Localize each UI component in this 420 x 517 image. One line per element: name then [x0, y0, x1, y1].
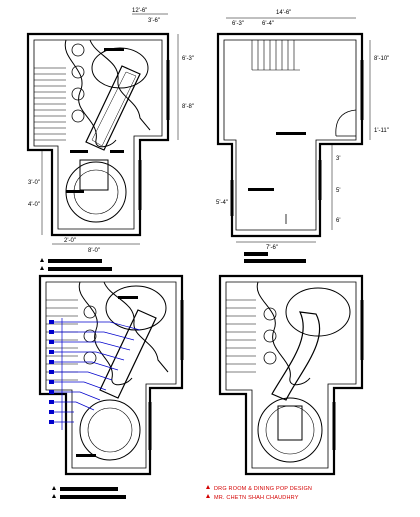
plan-tl-dim-left-a: 3'-0" [28, 180, 40, 186]
plan-tr-dim-bottom: 7'-6" [266, 245, 278, 251]
plan-tl-title-marker [40, 266, 44, 270]
plan-bl-title [52, 486, 126, 499]
plan-tr-label-bar [276, 132, 306, 135]
plan-tl-label-bar [70, 150, 88, 153]
plan-tr-dim-mid-b: 5' [336, 188, 340, 194]
plan-br-light [263, 307, 277, 321]
plan-tl-dining-panel [79, 159, 109, 191]
plan-tl-light [71, 43, 85, 57]
plan-tr-dim-mid-c: 6' [336, 218, 340, 224]
title-marker [206, 485, 210, 489]
plan-tl-title-marker [40, 258, 44, 262]
plan-bl-annotations [52, 318, 141, 430]
plan-br-dining-panel [277, 405, 303, 441]
plan-bl-outer-wall [38, 274, 184, 476]
plan-tl-light [71, 65, 85, 79]
plan-bl-oval-upper [105, 285, 167, 331]
plan-br-inner-wall [225, 281, 357, 469]
title-line-1: DRG ROOM & DINING POP DESIGN [214, 486, 312, 492]
plan-tl-label-bar [110, 150, 124, 153]
plan-tl-diagonal-beam [85, 65, 141, 151]
plan-tl-light [71, 109, 85, 123]
title-marker [206, 494, 210, 498]
plan-tl-dim-bottom-b: 8'-0" [88, 248, 100, 254]
plan-tl-dim-top-b: 3'-6" [148, 18, 160, 24]
plan-tl-stairs [34, 67, 66, 141]
plan-tl-dim-bottom-a: 2'-0" [64, 238, 76, 244]
plan-tr-dim-top-b: 6'-4" [262, 21, 274, 27]
plan-bl-label-bar [76, 454, 96, 457]
plan-bl-label-bar [118, 296, 138, 299]
plan-tr-dim-right-a: 8'-10" [374, 56, 389, 62]
plan-tl-ceiling-curve-2 [89, 39, 151, 131]
plan-bl-dining-circle [79, 399, 141, 461]
plan-tl-dim-right-b: 8'-8" [182, 104, 194, 110]
plan-tr-label-bar [248, 188, 274, 191]
plan-bl-diagonal-beam [99, 309, 157, 399]
plan-bottom-right [218, 274, 364, 476]
plan-tr-inner-wall [223, 39, 357, 231]
plan-tl-outer-wall [26, 32, 170, 237]
plan-tr-title [244, 252, 306, 263]
plan-br-stairs [226, 299, 256, 373]
plan-br-light [263, 329, 277, 343]
plan-tl-inner-wall [33, 39, 163, 230]
plan-bl-title-marker [52, 486, 56, 490]
plan-br-outer-wall [218, 274, 364, 476]
plan-tl-dimensions: 12'-6" 3'-6" 6'-3" 8'-8" 2'-0" 8'-0" 3'-… [28, 8, 194, 254]
plan-tl-dim-right-a: 6'-3" [182, 56, 194, 62]
plan-tl-dim-left-b: 4'-0" [28, 202, 40, 208]
plan-tl-diagonal-beam-inner [91, 71, 137, 147]
plan-tr-dim-right-b: 1'-11" [374, 128, 389, 134]
plan-bl-ceiling-curve [78, 281, 133, 386]
plan-tr-stairs [251, 40, 300, 71]
plan-top-left [26, 13, 179, 245]
plan-br-dining-circle-inner [265, 405, 315, 455]
plan-tr-dim-top-a: 6'-3" [232, 21, 244, 27]
plan-tl-label-bar [104, 48, 124, 51]
plan-tr-door-swing [335, 109, 357, 137]
plan-br-light [263, 351, 277, 365]
plan-bl-annotation-marks [49, 320, 54, 424]
plan-tr-dim-mid-a: 3' [336, 156, 340, 162]
plan-bottom-left [38, 274, 184, 476]
plan-bl-inner-wall [45, 281, 177, 469]
plan-bl-title-bar [60, 495, 126, 499]
plan-br-diagonal-beam [271, 311, 321, 401]
plan-tl-title-bar [48, 259, 102, 263]
plan-tl-dim-top-a: 12'-6" [132, 8, 147, 14]
title-block: DRG ROOM & DINING POP DESIGN MR. CHETN S… [206, 485, 312, 501]
plan-tl-label-bar [66, 190, 84, 193]
plan-bl-title-bar [60, 487, 118, 491]
plan-tr-dimensions: 14'-6" 6'-3" 6'-4" 8'-10" 1'-11" 3' 5' 6… [216, 10, 389, 251]
plan-tr-dim-left: 5'-4" [216, 200, 228, 206]
plan-bl-dining-circle-inner [87, 407, 133, 453]
plan-br-ceiling-curve [256, 281, 311, 386]
plan-tl-light [71, 87, 85, 101]
plan-bl-title-marker [52, 494, 56, 498]
plan-tl-title [40, 258, 112, 271]
plan-tr-title-bar [244, 252, 268, 256]
plan-top-right [216, 17, 371, 243]
plan-br-dining-circle [257, 397, 323, 463]
plan-tl-ceiling-curve [64, 39, 117, 148]
plan-tl-oval-upper [91, 47, 149, 89]
plan-br-oval-upper [285, 287, 351, 337]
plan-tr-title-bar [244, 259, 306, 263]
plan-tr-dim-top-total: 14'-6" [276, 10, 291, 16]
title-line-2: MR. CHETN SHAH CHAUDHRY [214, 495, 299, 501]
plan-bl-ceiling-curve-2 [103, 281, 169, 373]
plan-bl-light [83, 305, 97, 319]
plan-tl-title-bar [48, 267, 112, 271]
